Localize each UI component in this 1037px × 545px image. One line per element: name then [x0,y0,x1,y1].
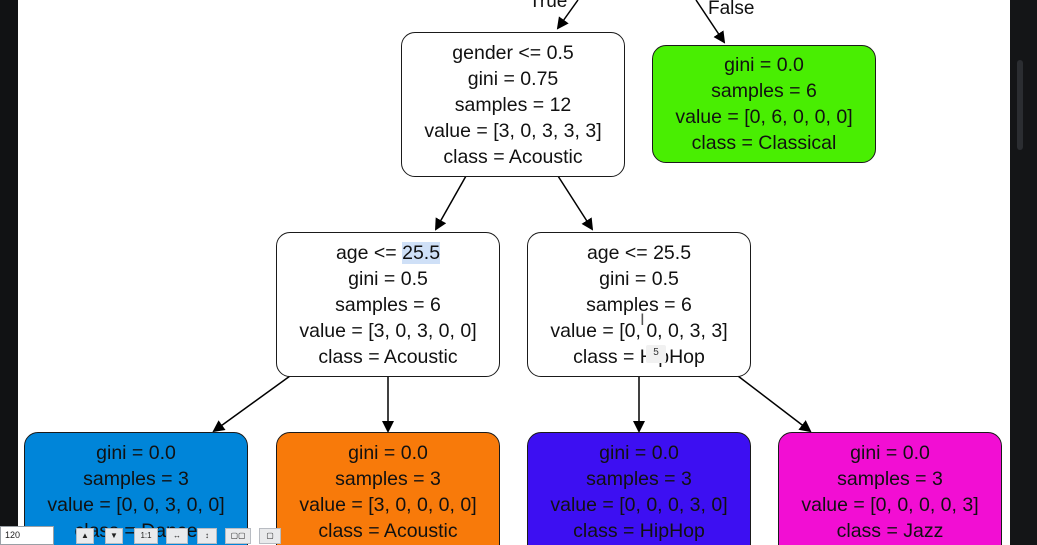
node-gini: gini = 0.0 [724,54,804,76]
edge-left-leaf-dance [212,375,291,433]
zoom-out-arrow-icon[interactable]: ▼ [105,528,123,544]
selected-text-highlight[interactable]: 25.5 [402,241,441,264]
node-class: class = Jazz [836,520,944,542]
zoom-toolbar: 120 ▲ ▼ 1:1 ↔ ↕ ▢▢ ▢ [0,526,290,545]
two-page-view-icon[interactable]: ▢▢ [225,528,251,544]
node-value: value = [0, 0, 0, 3, 3] [550,319,728,342]
node-samples: samples = 6 [586,293,692,316]
single-page-view-icon[interactable]: ▢ [259,528,281,544]
tree-node-left-split[interactable]: age <= 25.5 gini = 0.5 samples = 6 value… [276,232,500,377]
zoom-level-input[interactable]: 120 [0,526,54,545]
edge-true [556,0,579,30]
edge-root-left [435,175,467,231]
node-samples: samples = 3 [335,468,441,490]
node-condition: gender <= 0.5 [452,41,574,64]
node-class: class = HipHop [573,520,705,542]
zoom-in-arrow-icon[interactable]: ▲ [76,528,94,544]
fit-width-icon[interactable]: ↔ [166,528,188,544]
node-gini: gini = 0.75 [467,67,559,90]
node-gini: gini = 0.0 [850,442,930,464]
node-gini: gini = 0.5 [599,267,679,290]
text-cursor-icon: I [640,310,645,329]
node-class: class = Classical [691,132,837,154]
node-class: class = Acoustic [443,145,583,168]
tree-leaf-hiphop[interactable]: gini = 0.0 samples = 3 value = [0, 0, 0,… [527,432,751,545]
tree-leaf-jazz[interactable]: gini = 0.0 samples = 3 value = [0, 0, 0,… [778,432,1002,545]
node-samples: samples = 6 [711,80,817,102]
node-condition-prefix: age <= [335,241,403,264]
node-value: value = [0, 0, 0, 0, 3] [801,494,979,516]
fit-height-icon[interactable]: ↕ [197,528,217,544]
node-condition: age <= 25.5 [335,240,441,266]
tree-leaf-classical[interactable]: gini = 0.0 samples = 6 value = [0, 6, 0,… [652,45,876,163]
node-value: value = [3, 0, 0, 0, 0] [299,494,477,516]
tree-leaf-dance[interactable]: gini = 0.0 samples = 3 value = [0, 0, 3,… [24,432,248,545]
node-value: value = [0, 6, 0, 0, 0] [675,106,853,128]
node-gini: gini = 0.0 [348,442,428,464]
vertical-scrollbar-track[interactable] [1010,0,1037,545]
edge-right-leaf-jazz [737,375,812,433]
actual-size-button[interactable]: 1:1 [134,528,158,544]
hover-tooltip: 5 [646,345,666,363]
edge-label-true: True [529,0,568,12]
tree-node-right-split[interactable]: age <= 25.5 gini = 0.5 samples = 6 value… [527,232,751,377]
node-value: value = [3, 0, 3, 3, 3] [424,119,602,142]
vertical-scrollbar-thumb[interactable] [1017,60,1023,150]
node-gini: gini = 0.0 [599,442,679,464]
node-class: class = HipHop [573,345,705,368]
tree-node-root[interactable]: gender <= 0.5 gini = 0.75 samples = 12 v… [401,32,625,177]
node-samples: samples = 3 [837,468,943,490]
node-value: value = [0, 0, 0, 3, 0] [550,494,728,516]
edge-false [695,0,726,44]
node-samples: samples = 12 [454,93,572,116]
node-samples: samples = 3 [83,468,189,490]
node-value: value = [3, 0, 3, 0, 0] [299,319,477,342]
node-value: value = [0, 0, 3, 0, 0] [47,494,225,516]
node-class: class = Acoustic [318,520,458,542]
tree-edges [212,0,812,433]
node-gini: gini = 0.5 [348,267,428,290]
edge-label-false: False [708,0,755,19]
tree-leaf-acoustic[interactable]: gini = 0.0 samples = 3 value = [3, 0, 0,… [276,432,500,545]
node-samples: samples = 6 [335,293,441,316]
edge-root-right [557,175,594,231]
node-condition: age <= 25.5 [586,241,692,264]
node-class: class = Acoustic [318,345,458,368]
node-samples: samples = 3 [586,468,692,490]
tree-canvas: True False gender <= 0.5 gini = 0.75 sam… [18,0,1010,545]
node-gini: gini = 0.0 [96,442,176,464]
